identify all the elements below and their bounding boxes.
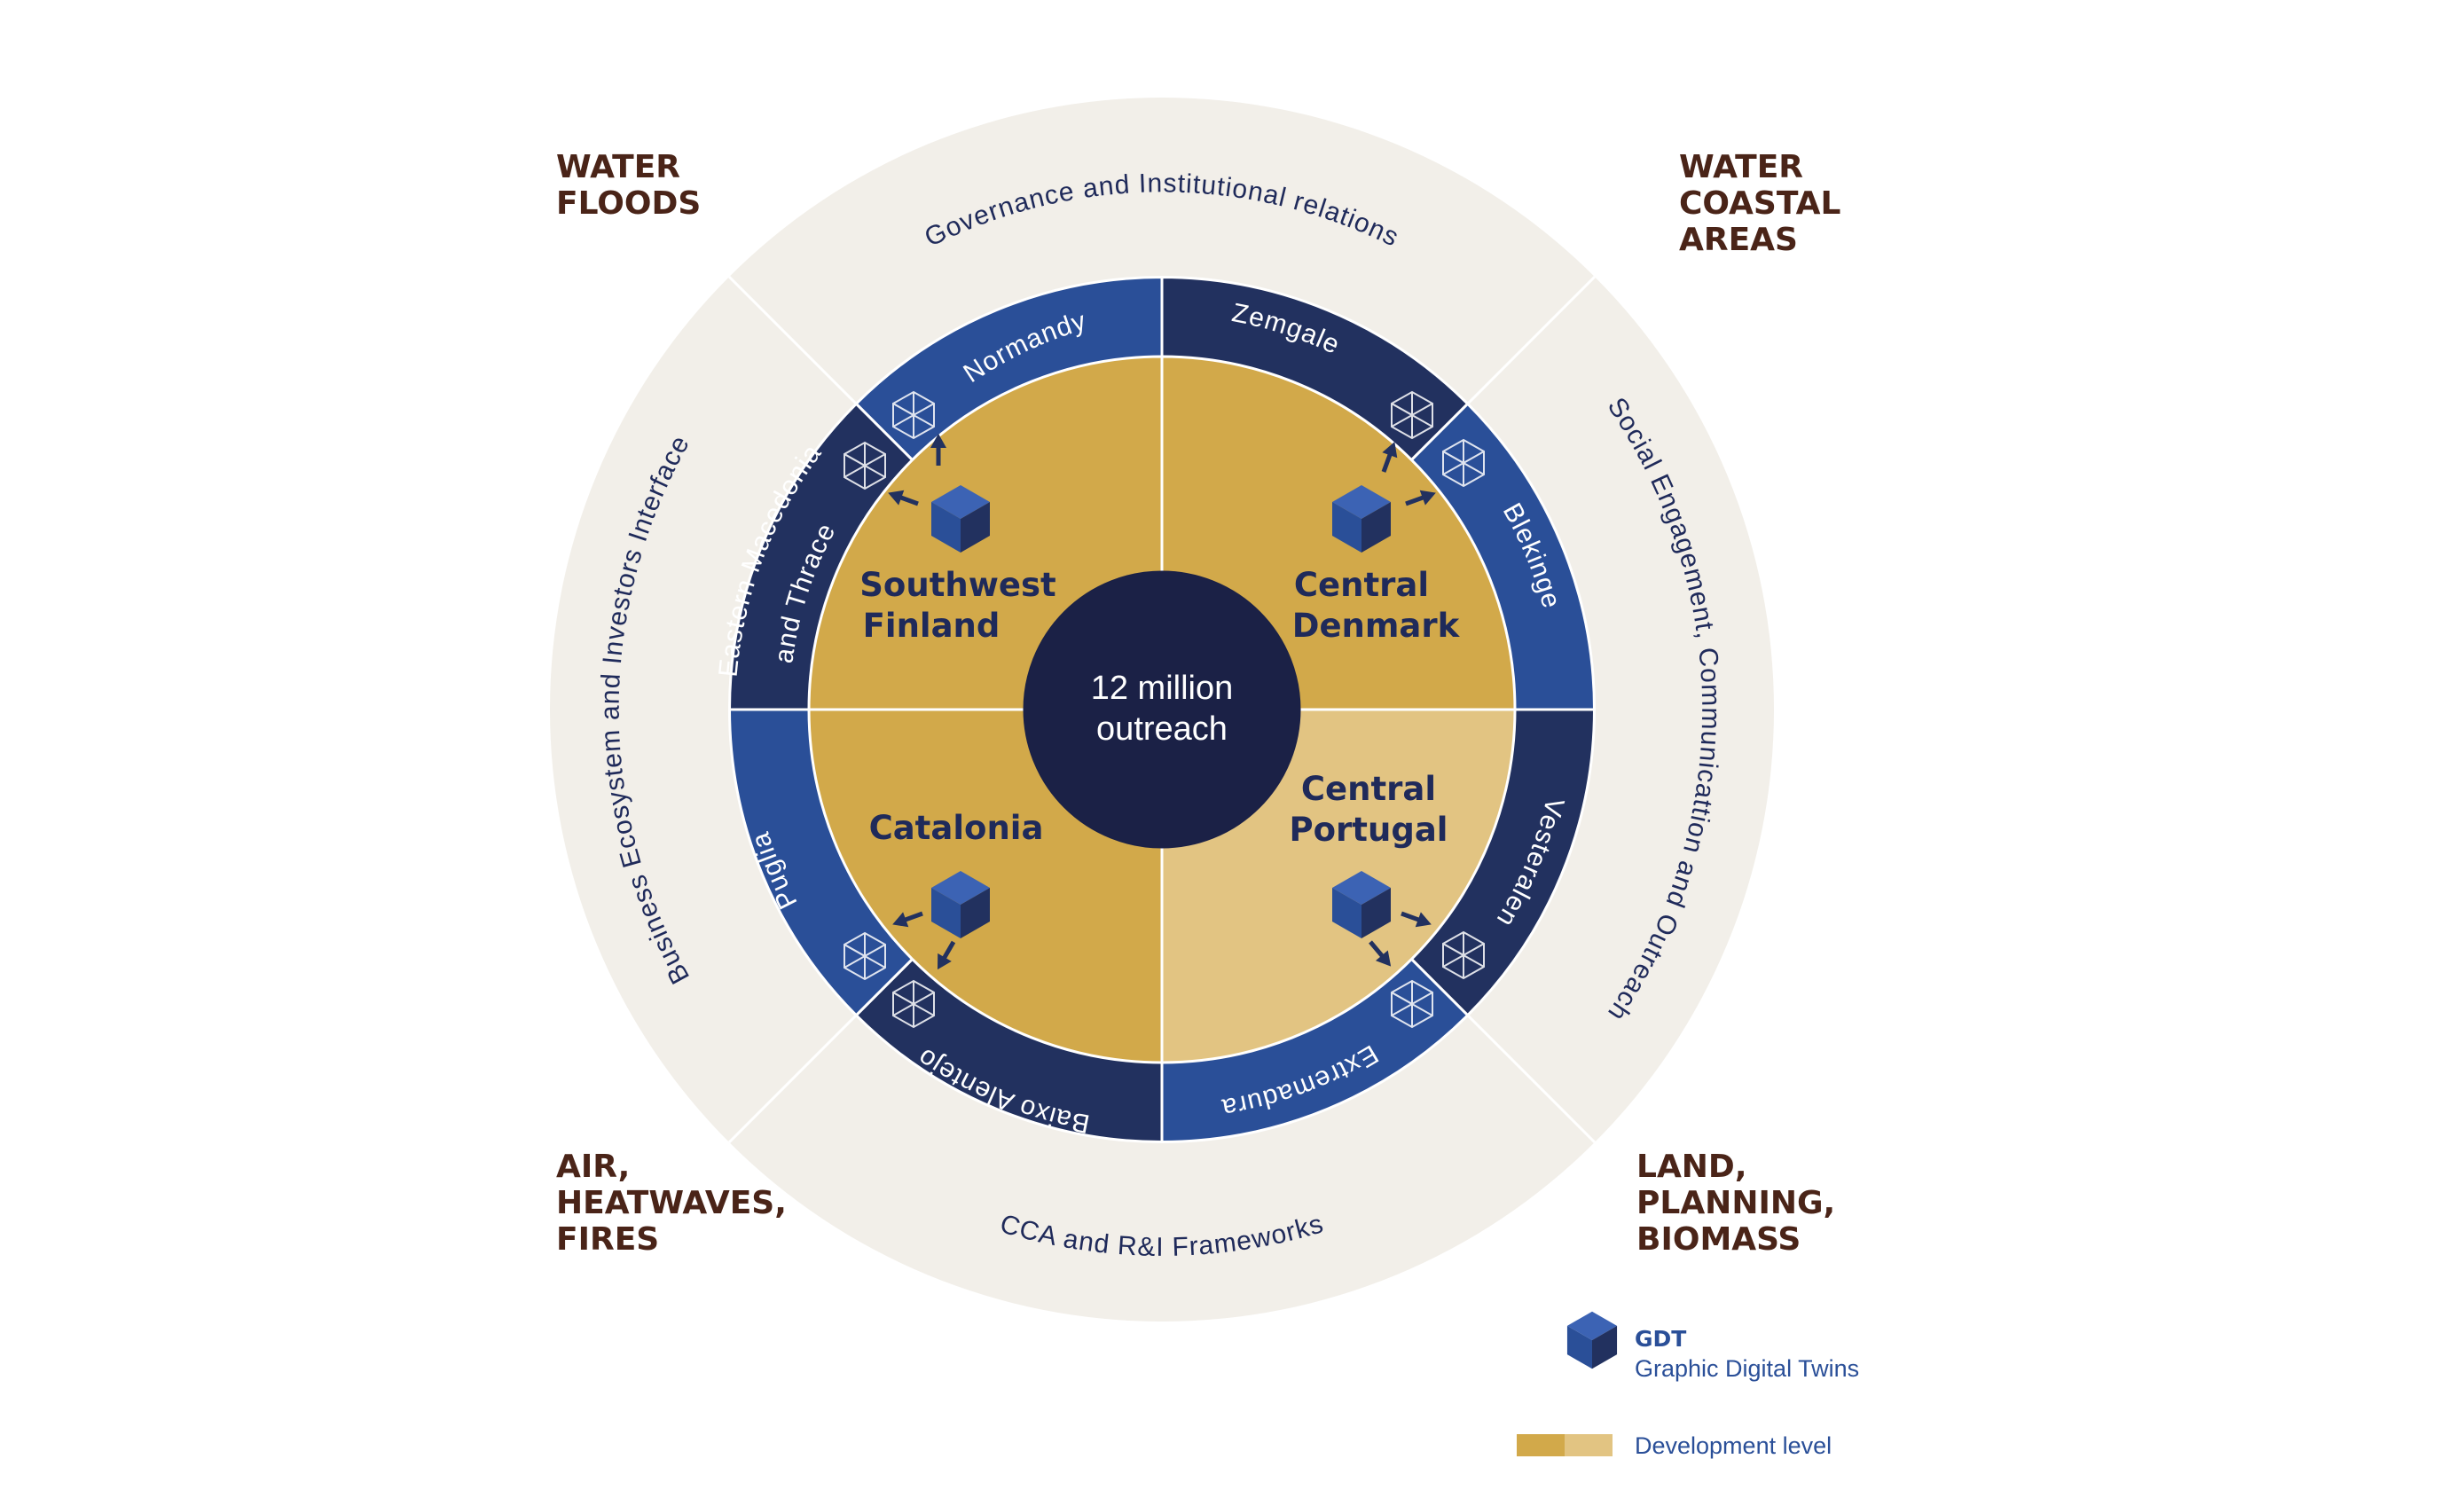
quadrant-label-central-denmark-1: Central	[1294, 566, 1429, 604]
legend-dev-low-swatch	[1565, 1434, 1613, 1456]
legend-gdt-cube-icon	[1566, 1311, 1618, 1369]
legend-dev-high-swatch	[1517, 1434, 1565, 1456]
corner-bottom-right-line: LAND,	[1636, 1149, 1747, 1185]
corner-top-right-line: WATER	[1679, 149, 1803, 185]
corner-label-top-left: WATER FLOODS	[556, 149, 701, 222]
legend-dev-label: Development level	[1635, 1432, 1832, 1459]
corner-top-left-line: FLOODS	[556, 185, 701, 222]
corner-bottom-right-line: PLANNING,	[1636, 1185, 1835, 1221]
corner-top-right-line: AREAS	[1679, 222, 1798, 258]
corner-label-bottom-left: AIR, HEATWAVES, FIRES	[556, 1149, 787, 1258]
corner-top-left-line: WATER	[556, 149, 680, 185]
legend: GDT Graphic Digital Twins Development le…	[1517, 1311, 1859, 1459]
center-line-1: 12 million	[1091, 670, 1234, 707]
corner-bottom-left-line: HEATWAVES,	[556, 1185, 787, 1221]
center-line-2: outreach	[1096, 710, 1228, 748]
corner-label-bottom-right: LAND, PLANNING, BIOMASS	[1636, 1149, 1835, 1258]
legend-gdt-subtitle: Graphic Digital Twins	[1635, 1355, 1859, 1382]
corner-label-top-right: WATER COASTAL AREAS	[1679, 149, 1840, 258]
corner-top-right-line: COASTAL	[1679, 185, 1840, 222]
corner-bottom-right-line: BIOMASS	[1636, 1221, 1801, 1258]
quadrant-label-central-portugal-1: Central	[1301, 770, 1436, 808]
quadrant-label-catalonia: Catalonia	[869, 809, 1044, 847]
quadrant-label-central-portugal-2: Portugal	[1290, 811, 1448, 849]
quadrant-label-southwest-finland-2: Finland	[863, 607, 1001, 645]
center-circle	[1023, 570, 1301, 849]
quadrant-label-southwest-finland-1: Southwest	[859, 566, 1055, 604]
corner-bottom-left-line: AIR,	[556, 1149, 630, 1185]
corner-bottom-left-line: FIRES	[556, 1221, 659, 1258]
quadrant-label-central-denmark-2: Denmark	[1292, 607, 1461, 645]
legend-gdt-title: GDT	[1635, 1326, 1686, 1352]
